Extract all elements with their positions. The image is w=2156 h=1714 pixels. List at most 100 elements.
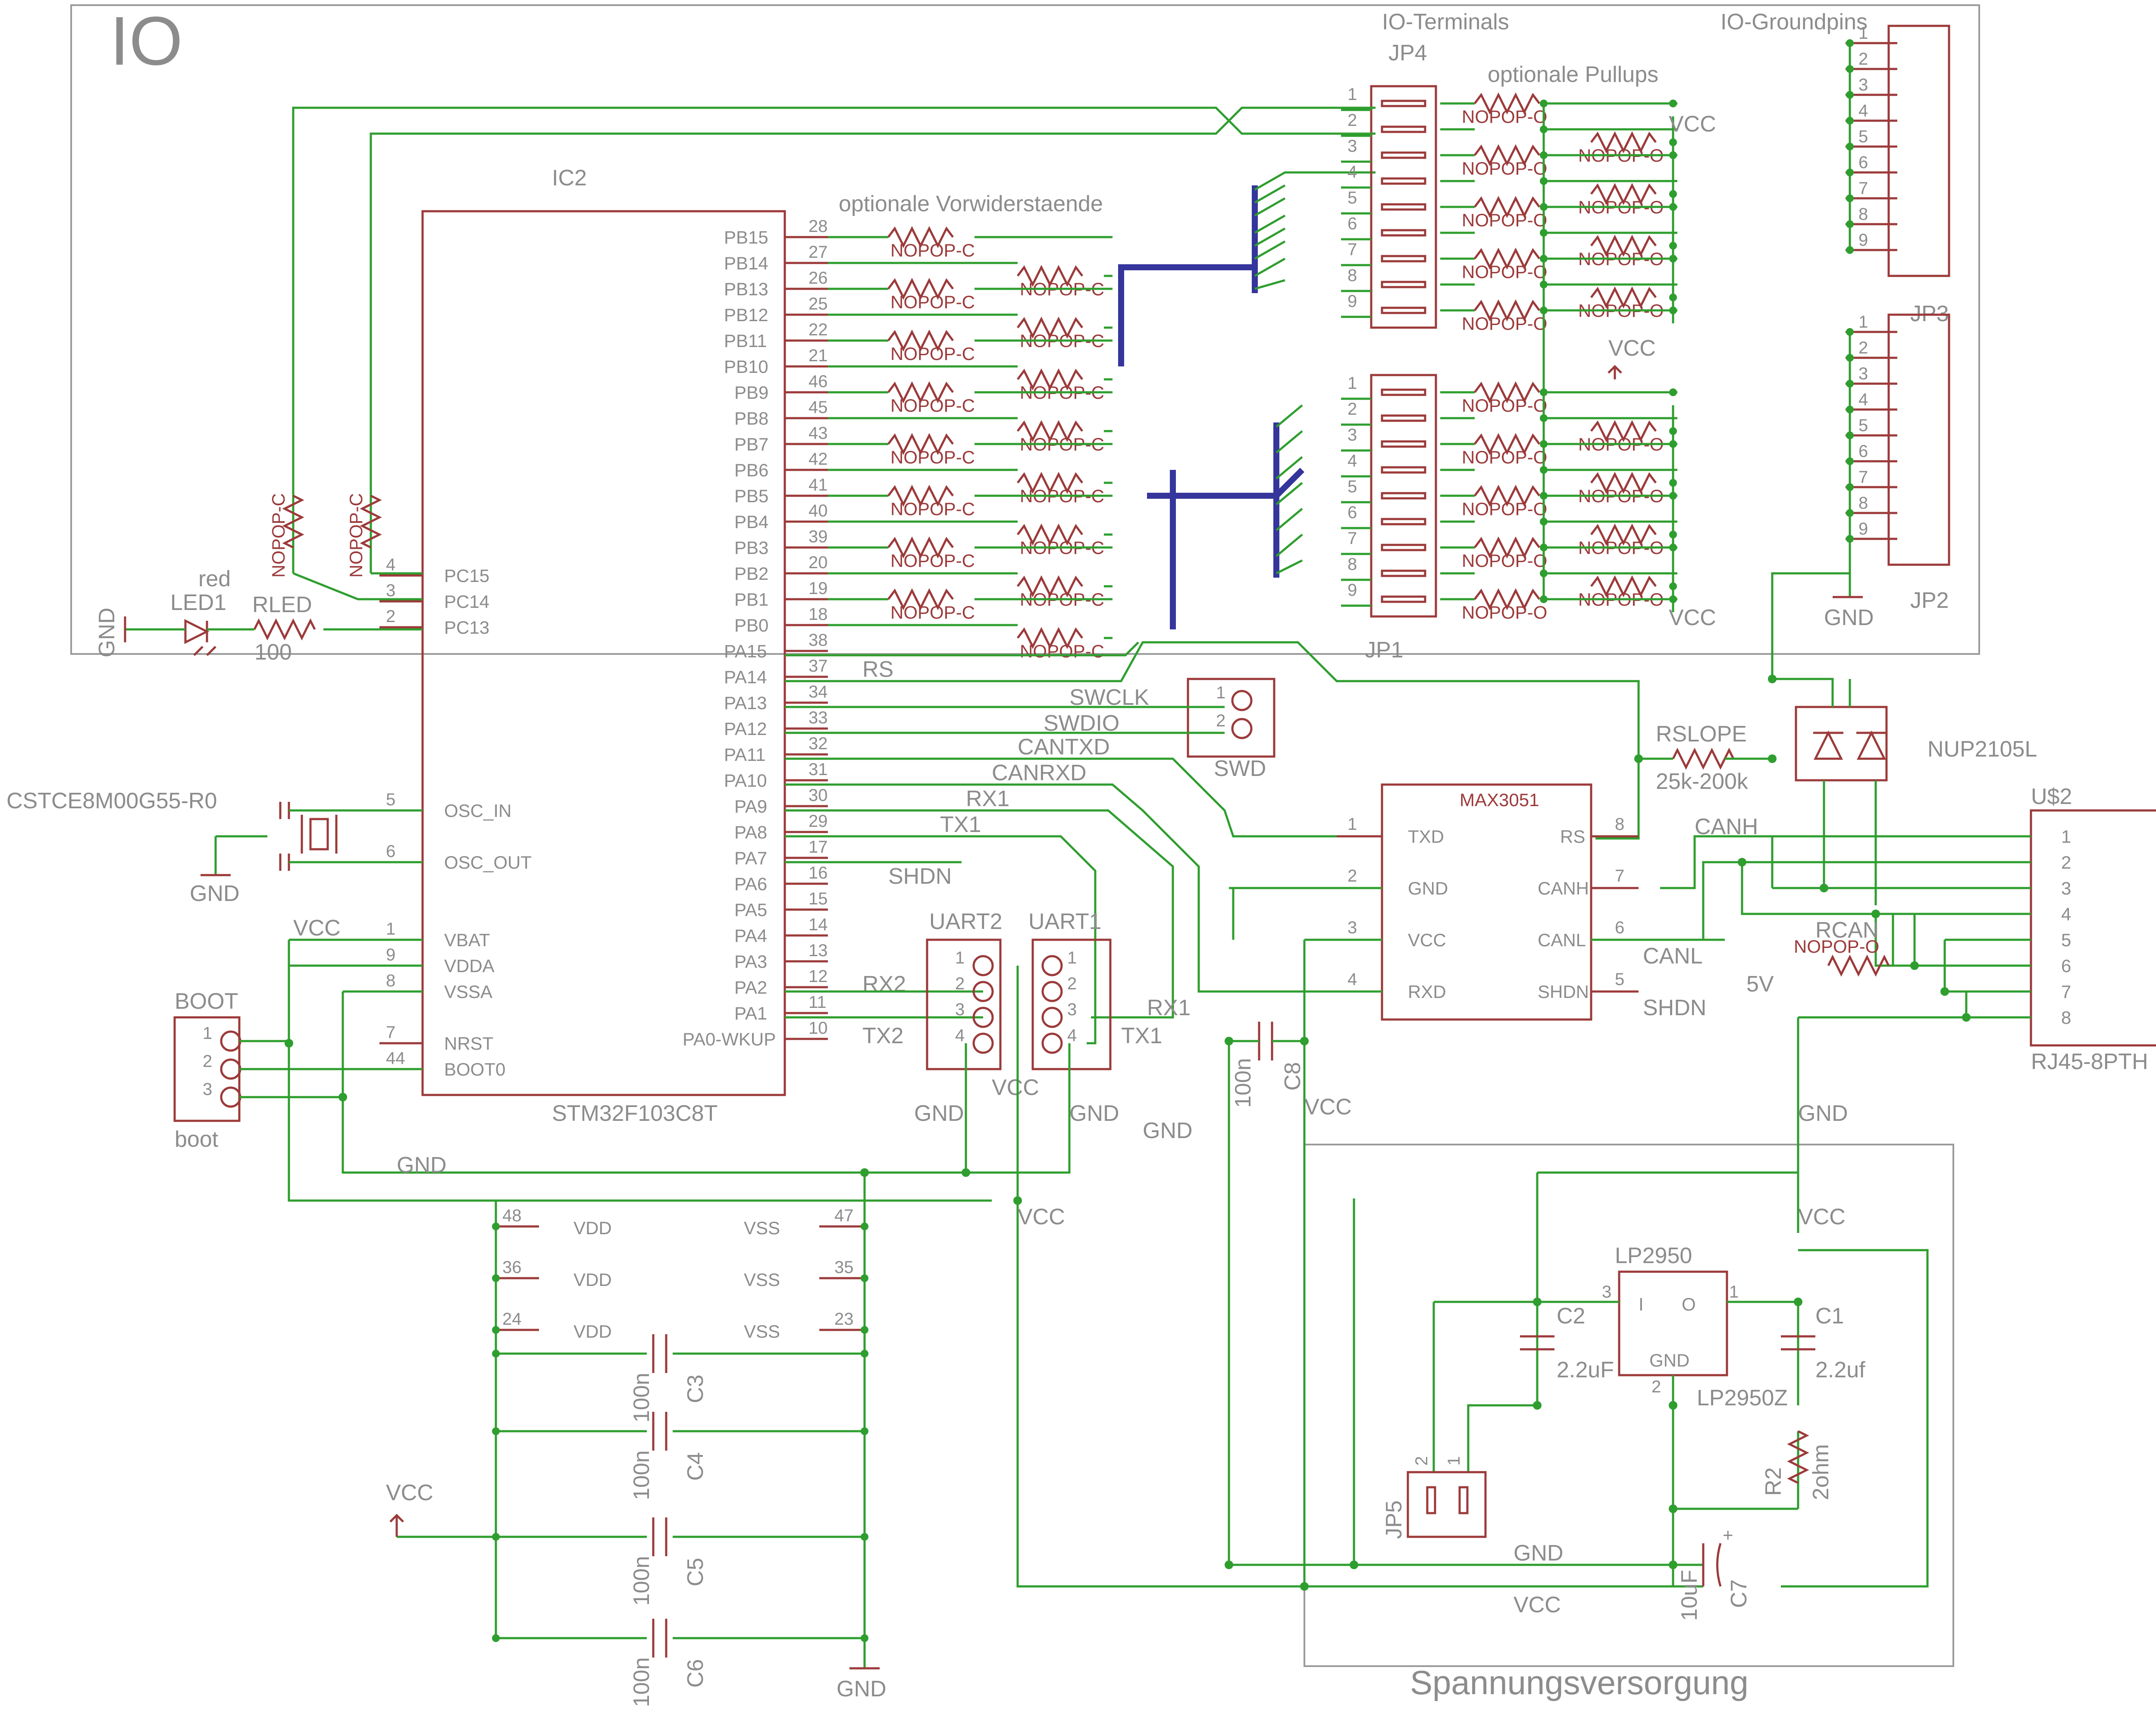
series-wire [828,365,1112,381]
svg-text:STM32F103C8T: STM32F103C8T [552,1101,718,1126]
gnd-label-power: GND [1514,1541,1564,1566]
rx1-label: RX1 [1147,995,1191,1020]
svg-text:RCAN: RCAN [1815,918,1879,943]
svg-text:1: 1 [1729,1282,1739,1301]
decap-ref: C6 [683,1659,708,1688]
c8-cap: 100n C8 [1231,1022,1305,1108]
mcu-pin-number: 41 [808,475,828,494]
groundpin-number: 8 [1858,494,1868,513]
groundpin-number: 6 [1858,153,1868,172]
svg-text:1: 1 [955,948,965,967]
vcc-arrow-mid [1608,365,1622,379]
junction-dot [1634,754,1643,763]
svg-text:C1: C1 [1815,1304,1844,1329]
mcu-pin-name: PB5 [734,486,768,506]
mcu-left-pins: 4PC153PC142PC135OSC_IN6OSC_OUT1VBAT9VDDA… [379,555,532,1079]
swclk-label: SWCLK [1069,685,1149,710]
mcu-pin-name: OSC_OUT [444,852,532,873]
max-pin-name: RXD [1408,982,1446,1002]
mcu-pin-name: NRST [444,1033,493,1054]
connector-pin-number: 6 [1348,503,1357,522]
series-resistor [1017,368,1083,391]
series-wire [828,520,1112,536]
series-resistor [1017,523,1083,546]
jp5-jumper: 2 1 JP5 [1382,1456,1487,1539]
mcu-pin-name: PA10 [724,770,767,791]
connector-body [1370,374,1437,618]
fivev-label: 5V [1746,972,1774,997]
power-pin-name: VDD [573,1218,612,1238]
pc-wires [292,106,1376,601]
mcu-pin-name: OSC_IN [444,801,511,821]
svg-text:2: 2 [203,1052,212,1071]
vcc-rail-left [288,938,992,1202]
junction-dot [861,1427,868,1435]
svg-text:RLED: RLED [252,592,312,617]
groundpin-number: 7 [1858,179,1868,198]
connector-pin [1381,569,1426,577]
power-pin-name: VDD [573,1321,612,1342]
lp2950-regulator: LP2950 I O GND 3 1 2 LP2950Z [1602,1243,1788,1411]
mcu-pin-number: 18 [808,605,828,624]
series-resistor [887,329,954,352]
connector-pin [1381,544,1426,551]
mcu-pin-name: PC13 [444,617,489,638]
gnd-label-crystal: GND [190,881,240,906]
junction-dot [1820,884,1828,892]
shdn-label-left: SHDN [888,864,952,889]
decap-symbol [652,1517,667,1556]
decap-value: 100n [629,1373,654,1423]
mcu-pin-name: VSSA [444,982,492,1002]
mcu-pin-name: PB1 [734,589,768,610]
decap-value: 100n [629,1556,654,1606]
gnd-label-uart1: GND [1069,1101,1119,1126]
crystal-resonator [279,802,338,871]
mcu-pin-number: 3 [386,581,395,600]
mcu-pin-number: 21 [808,346,828,365]
svg-text:NUP2105L: NUP2105L [1927,737,2037,762]
connector-pin [1381,518,1426,525]
series-resistor-value: NOPOP-C [1020,641,1104,661]
svg-text:4: 4 [955,1026,965,1045]
mcu-pin-name: PC14 [444,591,489,612]
pullup-value: NOPOP-O [1462,158,1547,178]
junction-dot [1910,961,1919,970]
note-io-terminals: IO-Terminals [1382,9,1509,34]
gnd-label-decap: GND [837,1676,887,1701]
series-resistor [1017,472,1083,494]
pullup-value: NOPOP-O [1462,313,1547,334]
vcc-label-max: VCC [1304,1095,1352,1120]
junction-dot [1738,858,1746,866]
series-resistor [1017,627,1083,649]
swdio-label: SWDIO [1044,711,1119,736]
max-pin-number: 1 [1348,815,1357,834]
uart1-header: UART1 1 2 3 4 [1028,909,1112,1070]
connector-pin-number: 2 [1348,111,1357,130]
series-resistor-value: NOPOP-C [890,550,975,571]
mcu-pin-number: 22 [808,320,828,339]
pullup-resistors: NOPOP-ONOPOP-ONOPOP-ONOPOP-ONOPOP-ONOPOP… [1440,92,1677,622]
mcu-pin-number: 6 [386,842,395,861]
mcu-pin-name: PB13 [724,279,768,299]
mcu-pin-number: 40 [808,501,828,520]
svg-text:GND: GND [1649,1350,1689,1370]
note-pullups: optionale Pullups [1488,62,1658,87]
groundpin-body [1887,313,1950,566]
max-pin-name: GND [1408,878,1448,898]
rj45-wires [1660,835,2031,1190]
mcu-pin-name: PA9 [734,796,767,816]
pullup-resistor [1474,247,1540,270]
mcu-pin-name: PB8 [734,408,768,428]
groundpin-number: 1 [1858,313,1868,332]
mcu-pin-name: PB7 [734,434,768,454]
pullup-resistor [1474,381,1540,403]
pullup-resistor [1590,472,1657,494]
rx2-label: RX2 [862,972,906,997]
groundpin-number: 8 [1858,205,1868,224]
connector-pin-number: 5 [1348,188,1357,207]
pullup-resistor [1590,286,1657,309]
mcu-pin-number: 29 [808,812,828,831]
connector-pin [1381,100,1426,107]
mcu-pin-number: 31 [808,760,828,779]
jp2-label: JP2 [1910,588,1949,613]
